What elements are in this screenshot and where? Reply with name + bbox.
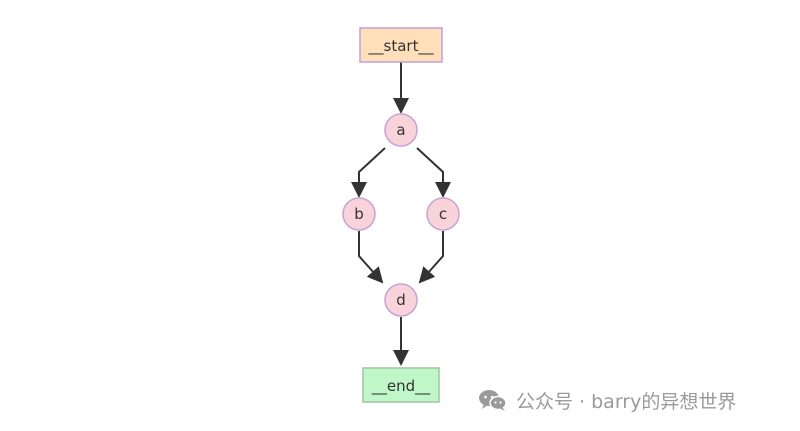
node-d-label: d	[396, 291, 406, 309]
edge-b-to-d	[358, 231, 384, 284]
node-end-label: __end__	[371, 377, 431, 396]
edge-a-to-b	[351, 147, 386, 198]
node-start-box	[359, 27, 443, 63]
node-b[interactable]: b	[342, 197, 376, 231]
node-d-circle	[384, 283, 418, 317]
node-c[interactable]: c	[426, 197, 460, 231]
edge-c-to-d	[418, 231, 444, 284]
node-a[interactable]: a	[384, 113, 418, 147]
node-b-label: b	[354, 205, 364, 223]
node-start[interactable]: __start__	[359, 27, 443, 63]
watermark: 公众号 · barry的异想世界	[478, 386, 736, 414]
node-a-circle	[384, 113, 418, 147]
node-start-label: __start__	[368, 37, 434, 56]
watermark-text: 公众号 · barry的异想世界	[516, 390, 737, 413]
wechat-icon	[479, 390, 507, 411]
node-a-label: a	[396, 121, 405, 139]
node-c-circle	[426, 197, 460, 231]
node-end[interactable]: __end__	[362, 367, 440, 403]
edge-a-to-c	[416, 147, 451, 198]
node-d[interactable]: d	[384, 283, 418, 317]
node-end-box	[362, 367, 440, 403]
node-c-label: c	[439, 205, 447, 223]
node-b-circle	[342, 197, 376, 231]
